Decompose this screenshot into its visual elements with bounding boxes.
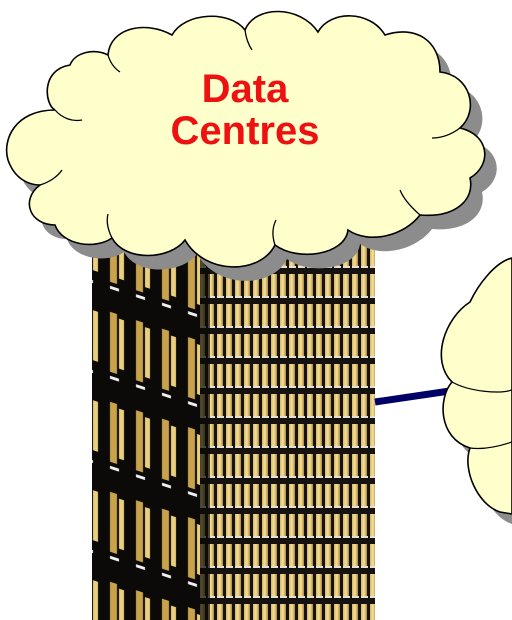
secondary-cloud-crease <box>451 381 512 450</box>
label-line-1: Data <box>201 67 289 111</box>
label-line-2: Centres <box>170 109 320 153</box>
data-centres-label: Data Centres <box>150 68 340 152</box>
secondary-cloud <box>440 257 512 515</box>
cloud-creases <box>39 29 461 246</box>
data-centres-cloud <box>5 10 486 268</box>
